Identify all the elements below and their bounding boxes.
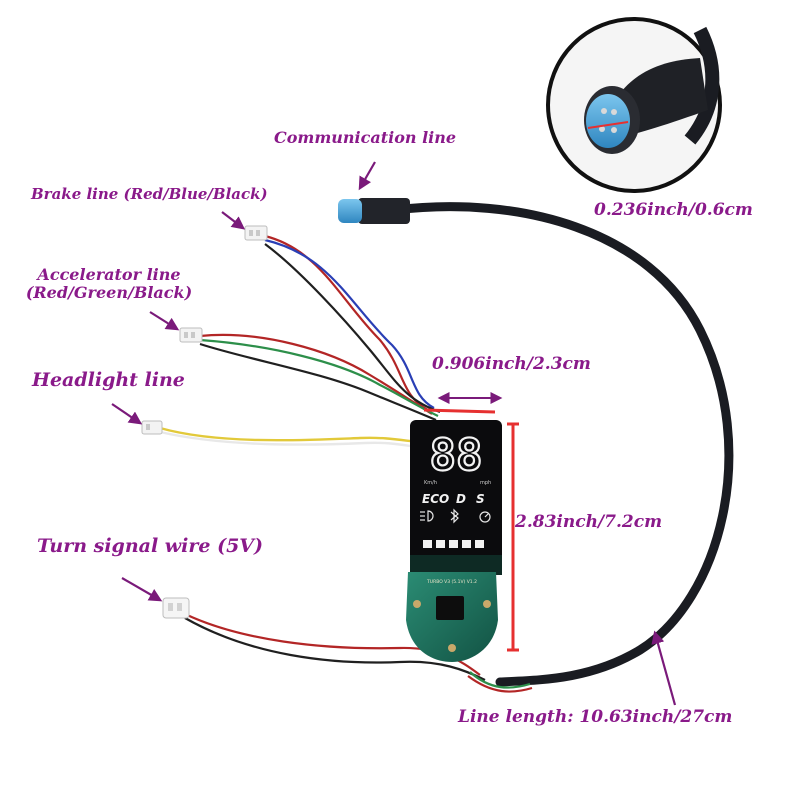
turn-signal-connector xyxy=(162,597,190,619)
display-width-label: 0.906inch/2.3cm xyxy=(432,354,591,374)
communication-cable xyxy=(338,198,734,687)
mode-d: D xyxy=(456,492,466,506)
connector-diameter-label: 0.236inch/0.6cm xyxy=(594,200,753,220)
headlight-connector xyxy=(141,420,163,435)
mode-eco: ECO xyxy=(422,492,449,506)
connector-zoom-inset xyxy=(546,17,722,193)
board-marking: TURBO V3 (5.1V) V1.2 xyxy=(426,579,477,585)
unit-mph: mph xyxy=(480,480,491,486)
speedometer-icon xyxy=(479,511,491,523)
battery-indicator xyxy=(423,540,484,548)
accelerator-line-label-2: (Red/Green/Black) xyxy=(25,283,193,303)
chip xyxy=(436,596,464,620)
accelerator-wires xyxy=(199,333,439,422)
turn-signal-label: Turn signal wire (5V) xyxy=(37,535,264,557)
accelerator-line-label: Accelerator line (Red/Green/Black) xyxy=(14,265,204,303)
display-height-label: 2.83inch/7.2cm xyxy=(515,512,663,532)
headlight-wires xyxy=(159,426,419,449)
brake-wires xyxy=(264,234,441,414)
bluetooth-icon xyxy=(450,508,459,524)
headlight-line-label: Headlight line xyxy=(32,369,185,391)
unit-kmh: Km/h xyxy=(424,480,437,486)
communication-line-label: Communication line xyxy=(274,128,457,147)
connector-face xyxy=(586,94,630,148)
headlight-icon xyxy=(420,510,434,522)
blue-connector-plug xyxy=(338,199,362,223)
connector-housing xyxy=(358,198,410,224)
accelerator-line-label-1: Accelerator line xyxy=(37,265,181,284)
display-width-measure xyxy=(423,408,496,414)
arrow-icon xyxy=(111,161,677,706)
brake-connector xyxy=(244,225,268,241)
speed-digits: 88 xyxy=(430,430,483,481)
display-height-measure xyxy=(507,422,519,652)
line-length-label: Line length: 10.63inch/27cm xyxy=(458,707,733,727)
mode-s: S xyxy=(476,492,485,506)
accelerator-connector xyxy=(179,327,203,343)
dashboard-display: 88 Km/h mph ECO D S TURBO V3 (5.1V) V1.2 xyxy=(406,420,502,662)
brake-line-label: Brake line (Red/Blue/Black) xyxy=(31,185,268,203)
